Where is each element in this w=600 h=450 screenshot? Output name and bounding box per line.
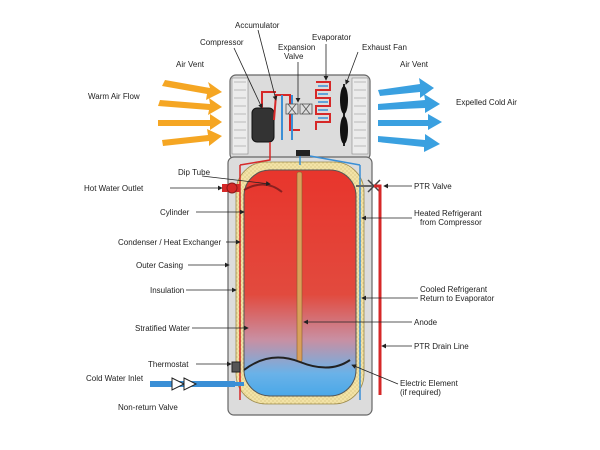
anode-rod bbox=[296, 171, 303, 363]
label-cold-water-inlet: Cold Water Inlet bbox=[86, 374, 144, 383]
label-air-vent-left: Air Vent bbox=[176, 60, 205, 69]
heat-pump-module bbox=[231, 77, 369, 155]
label-compressor: Compressor bbox=[200, 38, 244, 47]
refrigerant-circuit bbox=[239, 81, 361, 166]
label-expansion-valve-2: Valve bbox=[284, 52, 304, 61]
cold-air-arrows bbox=[378, 78, 442, 152]
label-ptr-valve: PTR Valve bbox=[414, 182, 452, 191]
leader-lines bbox=[170, 29, 418, 385]
label-evaporator: Evaporator bbox=[312, 33, 351, 42]
cold-water-inlet-pipe bbox=[150, 377, 244, 391]
label-expelled-cold-air: Expelled Cold Air bbox=[456, 98, 517, 107]
label-non-return-valve: Non-return Valve bbox=[118, 403, 178, 412]
label-electric-element-1: Electric Element bbox=[400, 379, 459, 388]
warm-air-arrows bbox=[158, 80, 222, 146]
label-expansion-valve-1: Expansion bbox=[278, 43, 315, 52]
label-accumulator: Accumulator bbox=[235, 21, 280, 30]
label-condenser: Condenser / Heat Exchanger bbox=[118, 238, 222, 247]
exhaust-fan bbox=[340, 84, 348, 146]
label-anode: Anode bbox=[414, 318, 438, 327]
compressor bbox=[251, 107, 275, 143]
label-cylinder: Cylinder bbox=[160, 208, 190, 217]
label-heated-refrigerant-1: Heated Refrigerant bbox=[414, 209, 482, 218]
label-hot-water-outlet: Hot Water Outlet bbox=[84, 184, 144, 193]
label-cooled-refrigerant-1: Cooled Refrigerant bbox=[420, 285, 488, 294]
label-thermostat: Thermostat bbox=[148, 360, 189, 369]
label-exhaust-fan: Exhaust Fan bbox=[362, 43, 407, 52]
label-heated-refrigerant-2: from Compressor bbox=[420, 218, 482, 227]
label-stratified-water: Stratified Water bbox=[135, 324, 190, 333]
electric-element bbox=[243, 356, 351, 371]
label-air-vent-right: Air Vent bbox=[400, 60, 429, 69]
label-outer-casing: Outer Casing bbox=[136, 261, 183, 270]
dip-tube bbox=[243, 183, 283, 193]
label-cooled-refrigerant-2: Return to Evaporator bbox=[420, 294, 495, 303]
hot-water-outlet-pipe bbox=[222, 182, 240, 194]
label-insulation: Insulation bbox=[150, 286, 184, 295]
label-dip-tube: Dip Tube bbox=[178, 168, 211, 177]
label-electric-element-2: (if required) bbox=[400, 388, 441, 397]
thermostat bbox=[231, 361, 241, 373]
label-warm-air-flow: Warm Air Flow bbox=[88, 92, 140, 101]
label-ptr-drain-line: PTR Drain Line bbox=[414, 342, 469, 351]
ptr-valve-assembly bbox=[356, 179, 382, 395]
